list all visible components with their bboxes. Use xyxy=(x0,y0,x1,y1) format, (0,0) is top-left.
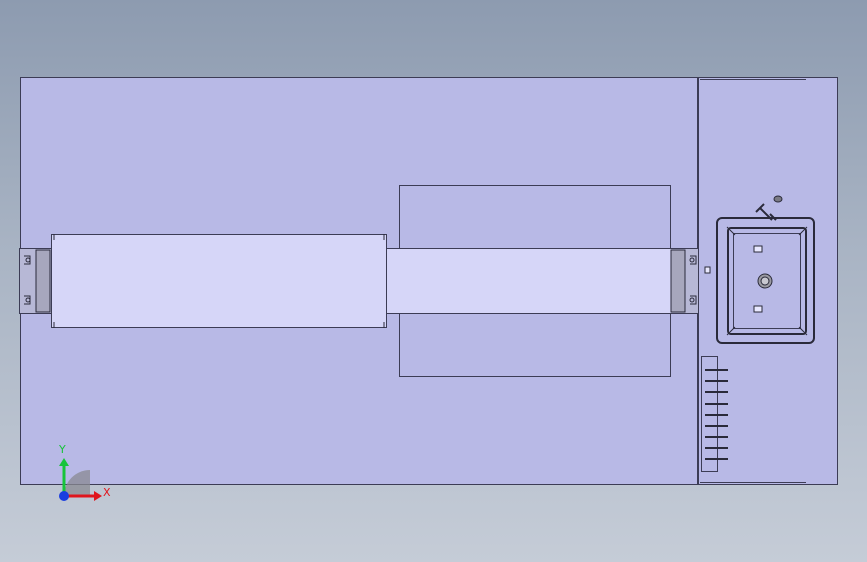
y-axis-arrow-icon xyxy=(59,458,69,466)
side-panel-bottom-lip xyxy=(700,482,806,483)
side-panel-top-lip xyxy=(700,79,806,80)
cylinder-body[interactable] xyxy=(51,234,387,328)
cylinder-corners xyxy=(53,234,385,328)
vent-slots xyxy=(705,369,728,460)
triad-x-label: X xyxy=(103,486,111,499)
x-axis-arrow-icon xyxy=(94,491,102,501)
right-bracket-detail xyxy=(670,249,697,313)
triad-arc xyxy=(64,470,90,496)
z-axis-dot-icon xyxy=(59,491,69,501)
linear-rail[interactable] xyxy=(386,248,671,314)
connector-detail xyxy=(704,226,808,336)
triad-y-label: Y xyxy=(59,443,66,456)
axis-triad xyxy=(59,458,102,501)
screw-icon xyxy=(755,195,783,221)
left-bracket-detail xyxy=(24,249,51,313)
